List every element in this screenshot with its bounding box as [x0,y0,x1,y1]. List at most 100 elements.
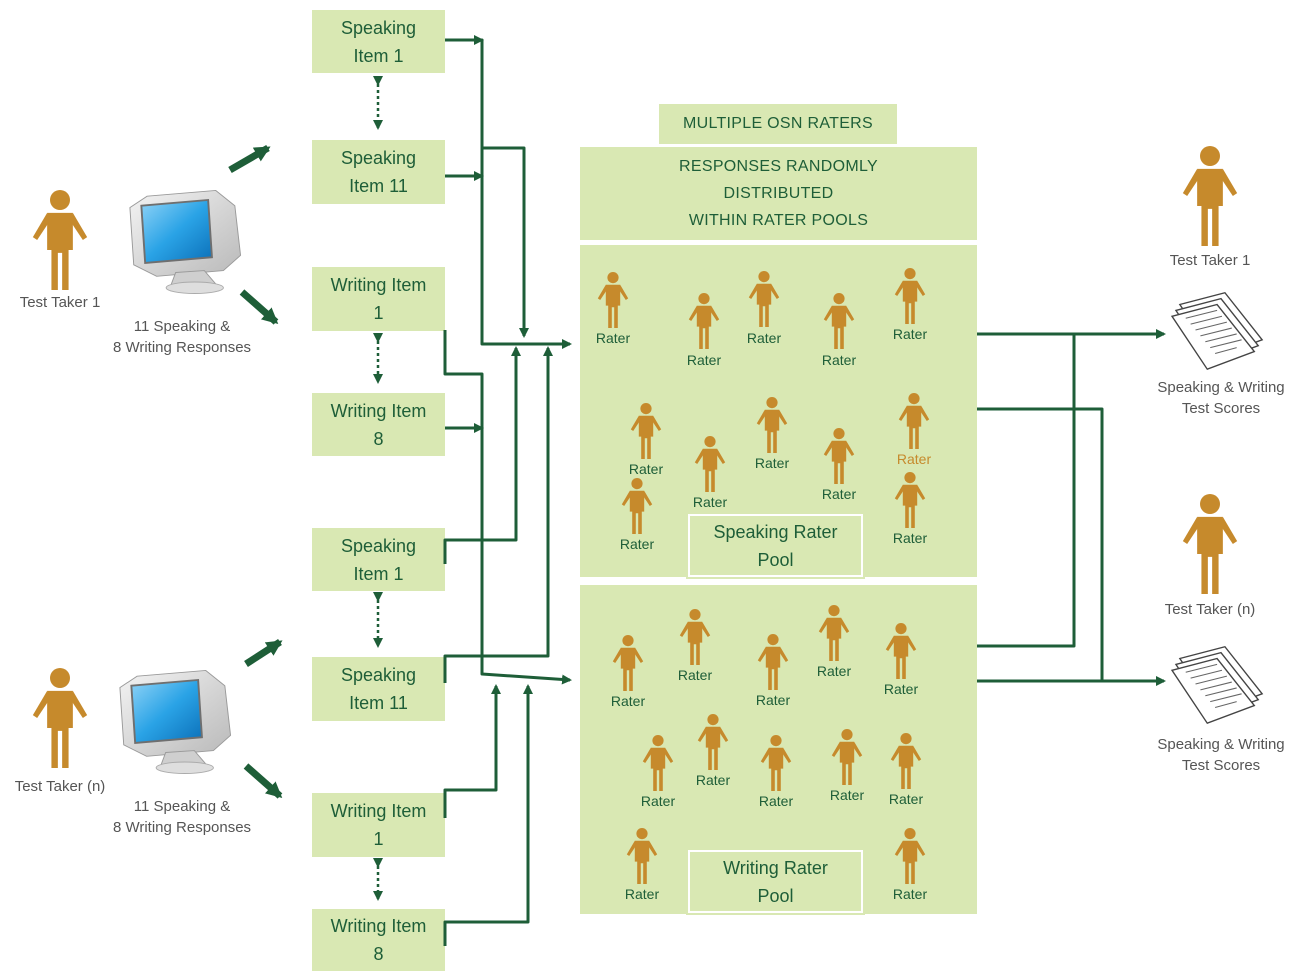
rater-icon [890,733,922,789]
header-line: DISTRIBUTED [723,185,834,202]
rater-label: Rater [746,330,782,346]
rater-label: Rater [829,787,865,803]
rater-icon [679,609,711,665]
item-label: Writing Item [330,916,427,936]
rater-icon [597,272,629,328]
rater-label: Rater [610,693,646,709]
scores-line: Speaking & Writing [1157,736,1285,753]
rater-label: Rater [888,791,924,807]
test-taker-1-right-label: Test Taker 1 [1169,252,1251,269]
connector-output-1 [977,332,1076,648]
speaking-pool-label: Speaking Rater Pool [686,512,865,579]
item-label: Writing Item [330,275,427,295]
rater-label: Rater [677,667,713,683]
rater-label: Rater [754,455,790,471]
connector-writing-8-b [443,684,533,946]
rater-icon [823,428,855,484]
rater-label: Rater [619,536,655,552]
test-taker-1-right-person-icon [1182,146,1238,246]
writing-item-1-box: Writing Item 1 [312,267,445,331]
item-label: Writing Item [330,400,427,421]
item-number: 1 [373,829,384,849]
rater-label: Rater [892,530,928,546]
rater-icon [757,634,789,690]
rater-icon [831,729,863,785]
rater-icon [697,714,729,770]
item-number: Item 11 [349,693,408,713]
rater-icon [894,472,926,528]
speaking-raters [597,268,930,534]
submit-arrow [243,763,283,799]
connector-speaking-1-b [443,346,521,564]
writing-item-8-box: Writing Item 8 [312,393,445,456]
test-scores-document-icon [1171,646,1263,724]
distribution-header: RESPONSES RANDOMLY DISTRIBUTED WITHIN RA… [580,147,977,240]
writing-item-8-box-2: Writing Item 8 [312,909,445,971]
test-scores-label-1: Speaking & Writing Test Scores [1140,377,1302,419]
rater-icon [898,393,930,449]
rater-label: Rater [896,451,932,467]
rater-icon [818,605,850,661]
item-label: Speaking [340,148,417,168]
rater-label: Rater [628,461,664,477]
rater-label: Rater [758,793,794,809]
item-label: Writing Item [330,801,427,821]
connector-speaking-1 [445,38,572,349]
connector-speaking-11-b [443,346,553,683]
pool-label-line: Speaking Rater [713,521,838,542]
test-scores-label-2: Speaking & Writing Test Scores [1140,734,1302,776]
submit-arrow [228,144,271,174]
item-number: 8 [373,944,384,964]
rater-label: Rater [892,326,928,342]
rater-label: Rater [695,772,731,788]
submit-arrow [239,289,279,325]
rater-icon [756,397,788,453]
item-number: Item 1 [353,45,404,66]
responses-line: 8 Writing Responses [112,339,252,356]
rater-icon [642,735,674,791]
connector-writing-1-b [443,684,501,818]
pool-label-line: Writing Rater [723,857,828,878]
item-label: Speaking [340,665,417,685]
writing-pool-label: Writing Rater Pool [686,848,865,915]
test-taker-n-right-person-icon [1182,494,1238,594]
pool-label-line: Pool [757,885,794,906]
connector-output-2 [977,407,1104,683]
item-label: Speaking [340,535,417,556]
item-number: 8 [373,428,384,449]
test-scores-document-icon [1171,292,1263,370]
responses-line: 8 Writing Responses [112,819,252,836]
writing-item-1-box-2: Writing Item 1 [312,793,445,857]
header-text: MULTIPLE OSN RATERS [682,115,874,132]
pool-label-line: Pool [757,549,794,570]
test-taker-n-person-icon [32,668,88,768]
header-line: WITHIN RATER POOLS [688,212,869,229]
rater-label: Rater [624,886,660,902]
rater-icon [894,268,926,324]
responses-label-n: 11 Speaking & 8 Writing Responses [102,796,262,838]
rater-label: Rater [821,352,857,368]
item-number: 1 [373,303,384,323]
responses-line: 11 Speaking & [133,798,231,815]
computer-icon [118,669,232,775]
rater-icon [823,293,855,349]
rater-label: Rater [892,886,928,902]
rater-icon [688,293,720,349]
rater-icon [621,478,653,534]
rater-label: Rater [821,486,857,502]
scores-line: Test Scores [1181,400,1261,417]
test-taker-n-right-label: Test Taker (n) [1164,601,1256,618]
rater-label: Rater [816,663,852,679]
header-line: RESPONSES RANDOMLY [679,158,878,175]
rater-icon [885,623,917,679]
writing-raters [612,605,926,884]
responses-label-1: 11 Speaking & 8 Writing Responses [102,316,262,358]
multiple-raters-header: MULTIPLE OSN RATERS [659,104,897,144]
rater-icon [612,635,644,691]
rater-label: Rater [686,352,722,368]
